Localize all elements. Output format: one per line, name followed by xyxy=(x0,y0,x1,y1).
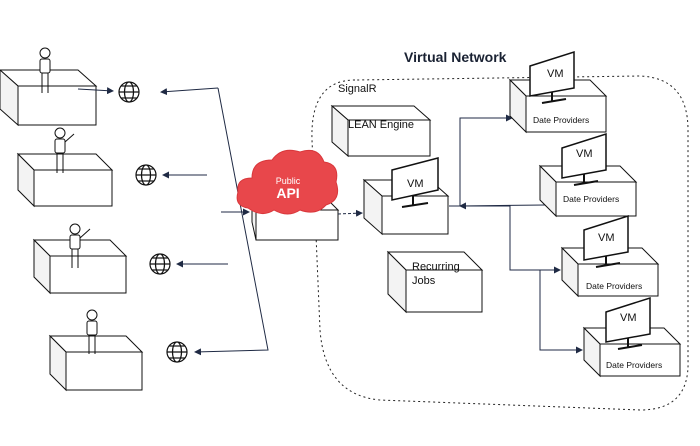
date-provider-4-label: Date Providers xyxy=(606,360,662,370)
vm-to-providers-connector xyxy=(449,114,583,354)
cloud-label-line2: API xyxy=(276,185,299,201)
user-to-globe-arrow xyxy=(77,87,114,95)
person-icon xyxy=(54,127,75,173)
date-provider-3-label: Date Providers xyxy=(586,281,642,291)
date-provider-vm-2 xyxy=(538,132,638,218)
date-provider-vm-3-label: VM xyxy=(598,232,615,244)
monitor-icon xyxy=(391,157,439,208)
recurring-jobs-box xyxy=(386,250,484,314)
person-icon xyxy=(39,47,51,93)
signalr-label: SignalR xyxy=(338,83,377,95)
api-to-vm-dashed-arrow xyxy=(337,209,363,217)
person-icon xyxy=(86,309,98,354)
cloud-icon xyxy=(236,149,339,215)
date-provider-vm-3 xyxy=(560,214,660,298)
api-to-globes-connector xyxy=(160,87,269,356)
central-vm-label: VM xyxy=(407,178,424,190)
globe-icon xyxy=(166,341,188,363)
recurring-jobs-label-2: Jobs xyxy=(412,275,436,287)
recurring-jobs-label-1: Recurring xyxy=(412,261,460,273)
date-provider-2-label: Date Providers xyxy=(563,194,619,204)
virtual-network-title: Virtual Network xyxy=(404,49,507,65)
person-icon xyxy=(69,223,91,268)
globe-icon xyxy=(118,81,140,103)
globe-icon xyxy=(135,164,157,186)
lean-engine-label: LEAN Engine xyxy=(348,119,414,131)
date-provider-vm-1-label: VM xyxy=(547,68,564,80)
date-provider-vm-1 xyxy=(508,50,608,134)
virtual-network-boundary xyxy=(311,75,689,411)
user-platform-2 xyxy=(16,152,114,208)
lean-engine-box xyxy=(330,104,432,158)
date-provider-vm-2-label: VM xyxy=(576,148,593,160)
user-platform-4 xyxy=(48,334,144,392)
globe-icon xyxy=(149,253,171,275)
date-provider-1-label: Date Providers xyxy=(533,115,589,125)
date-provider-vm-4-label: VM xyxy=(620,312,637,324)
cloud-label-line1: Public xyxy=(276,176,301,186)
date-provider-vm-4 xyxy=(582,296,682,378)
